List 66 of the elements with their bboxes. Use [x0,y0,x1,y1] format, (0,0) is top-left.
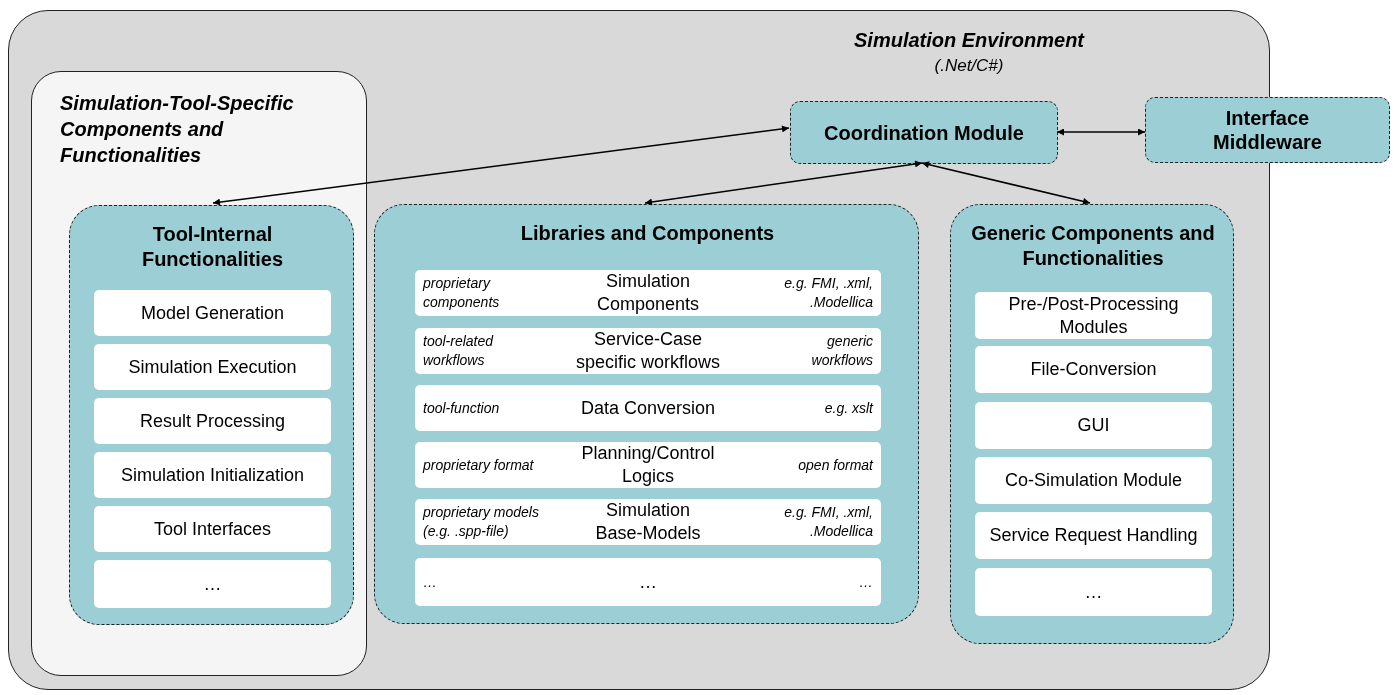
arrow [644,160,923,206]
item-label: Simulation Initialization [119,463,306,487]
arrow [212,125,790,206]
library-row [415,270,881,316]
component-item [975,292,1212,339]
item-label: Tool Interfaces [152,517,273,541]
component-item [94,344,331,390]
component-item [975,457,1212,504]
left-note: tool-function [423,398,501,418]
library-row [415,499,881,545]
item-label: File-Conversion [1029,358,1158,381]
left-note: proprietary models (e.g. .spp-file) [423,503,540,541]
arrow [1056,128,1146,136]
component-item [94,398,331,444]
item-label: Planning/Control Logics [580,442,716,488]
panel-title: Simulation Environment [853,29,1086,52]
item-label: Data Conversion [579,396,717,420]
item-label: Simulation Components [595,270,701,316]
panel-subtitle: (.Net/C#) [933,56,1005,76]
group-title: Tool-Internal Functionalities [140,222,285,272]
item-label: … [202,572,223,596]
group-title: Libraries and Components [519,221,776,246]
component-item [975,346,1212,393]
component-group-panel [950,204,1234,644]
right-note: e.g. FMI, .xml, .Modellica [783,503,873,541]
item-label: Service Request Handling [988,524,1199,547]
left-note: tool-related workflows [423,332,495,370]
component-item [94,506,331,552]
item-label: … [638,570,658,594]
component-group-panel [374,204,919,624]
component-item [975,402,1212,449]
component-item [94,560,331,608]
component-group-panel [69,205,354,625]
item-label: Model Generation [139,301,286,325]
module-box [790,101,1058,164]
item-label: Co-Simulation Module [1003,469,1184,492]
tool-specific-panel [31,71,367,676]
left-note: … [423,572,438,592]
right-note: generic workflows [810,332,873,370]
right-note: open format [797,455,873,475]
library-row [415,558,881,606]
component-item [94,452,331,498]
item-label: GUI [1076,414,1111,437]
item-label: Service-Case specific workflows [574,328,721,374]
right-note: e.g. xslt [823,398,873,418]
item-label: Pre-/Post-Processing Modules [1007,292,1180,339]
component-item [94,290,331,336]
item-label: Result Processing [138,409,287,433]
arrow [921,161,1091,205]
component-item [975,512,1212,559]
right-note: … [858,572,873,592]
module-label: Interface Middleware [1212,106,1323,154]
left-note: proprietary format [423,455,535,475]
left-note: proprietary components [423,274,501,312]
library-row [415,385,881,431]
library-row [415,442,881,488]
item-label: Simulation Execution [127,355,298,379]
library-row [415,328,881,374]
module-label: Coordination Module [824,120,1024,145]
item-label: Simulation Base-Models [594,499,702,545]
item-label: … [1083,580,1104,604]
right-note: e.g. FMI, .xml, .Modellica [783,274,873,312]
module-box [1145,97,1390,163]
component-item [975,568,1212,616]
group-title: Generic Components and Functionalities [970,221,1216,271]
panel-title: Simulation-Tool-Specific Components and Functionalities [60,91,295,168]
